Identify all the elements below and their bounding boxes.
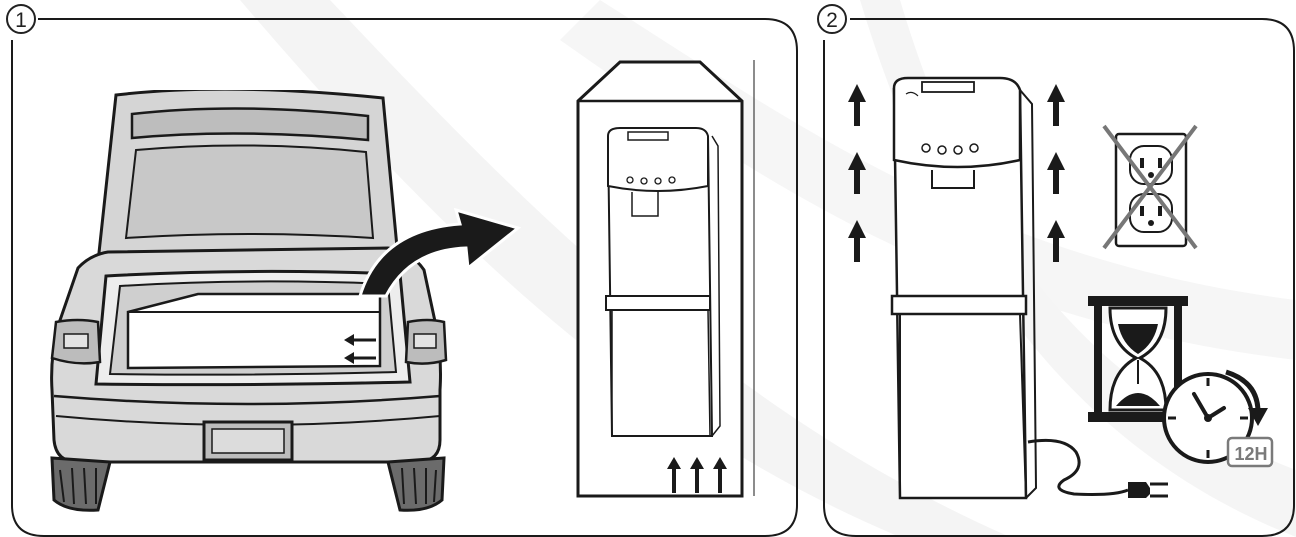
timer-label: 12H [1234, 444, 1268, 464]
upright-arrows-icon [667, 457, 727, 493]
clearance-arrows-icon [1047, 84, 1065, 262]
step-1-number: 1 [6, 4, 36, 34]
car-trunk-icon [50, 90, 448, 512]
step-2-number: 2 [817, 4, 847, 34]
upright-box-icon [576, 60, 755, 498]
water-dispenser-icon [890, 76, 1038, 500]
plug-icon [1027, 438, 1168, 498]
step-1-border [11, 18, 798, 537]
box-arrows-icon [344, 334, 376, 364]
step-2-border [823, 18, 1295, 537]
clearance-arrows-icon [848, 84, 866, 262]
hourglass-icon [1088, 296, 1188, 422]
lift-arrow-icon [357, 207, 522, 298]
outlet-crossed-icon [1102, 124, 1198, 250]
clock-icon [1162, 369, 1274, 468]
water-dispenser-icon [605, 127, 721, 437]
